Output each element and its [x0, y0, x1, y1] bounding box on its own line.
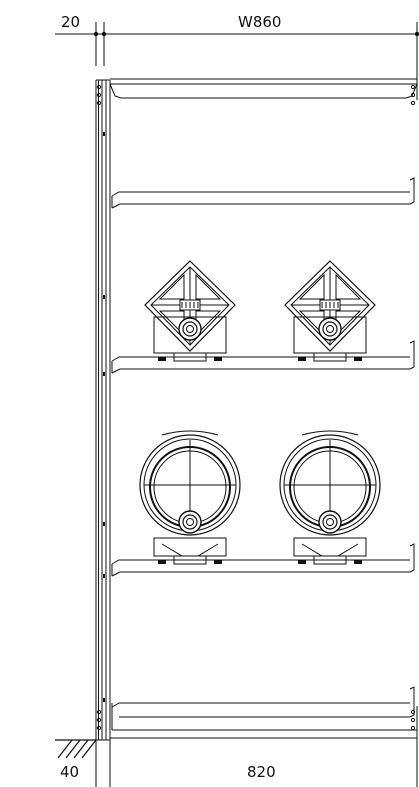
- bottom-left-dimension-label: 40: [60, 763, 79, 781]
- dimension-dot: [93, 31, 99, 37]
- round-container-right: [279, 430, 381, 565]
- post-bolts: [96, 84, 102, 731]
- shelf-top: [109, 78, 418, 99]
- square-container-right: [284, 260, 376, 362]
- square-container-left: [144, 260, 236, 362]
- bottom-width-dimension-label: 820: [247, 763, 276, 781]
- post-ticks: [103, 132, 105, 702]
- bottom-dimension: [95, 740, 418, 787]
- shelf-bottom: [110, 686, 417, 739]
- shelf-4: [111, 543, 415, 577]
- top-dimension: [55, 22, 419, 66]
- dimension-dot: [414, 31, 419, 37]
- shelf-2: [111, 177, 415, 209]
- ground-hatch: [55, 739, 97, 759]
- top-width-dimension-label: W860: [238, 13, 281, 31]
- left-upright-post: [95, 79, 111, 741]
- dimension-dot: [101, 31, 107, 37]
- round-container-left: [139, 430, 241, 565]
- shelf-3: [111, 340, 415, 374]
- top-left-dimension-label: 20: [61, 13, 80, 31]
